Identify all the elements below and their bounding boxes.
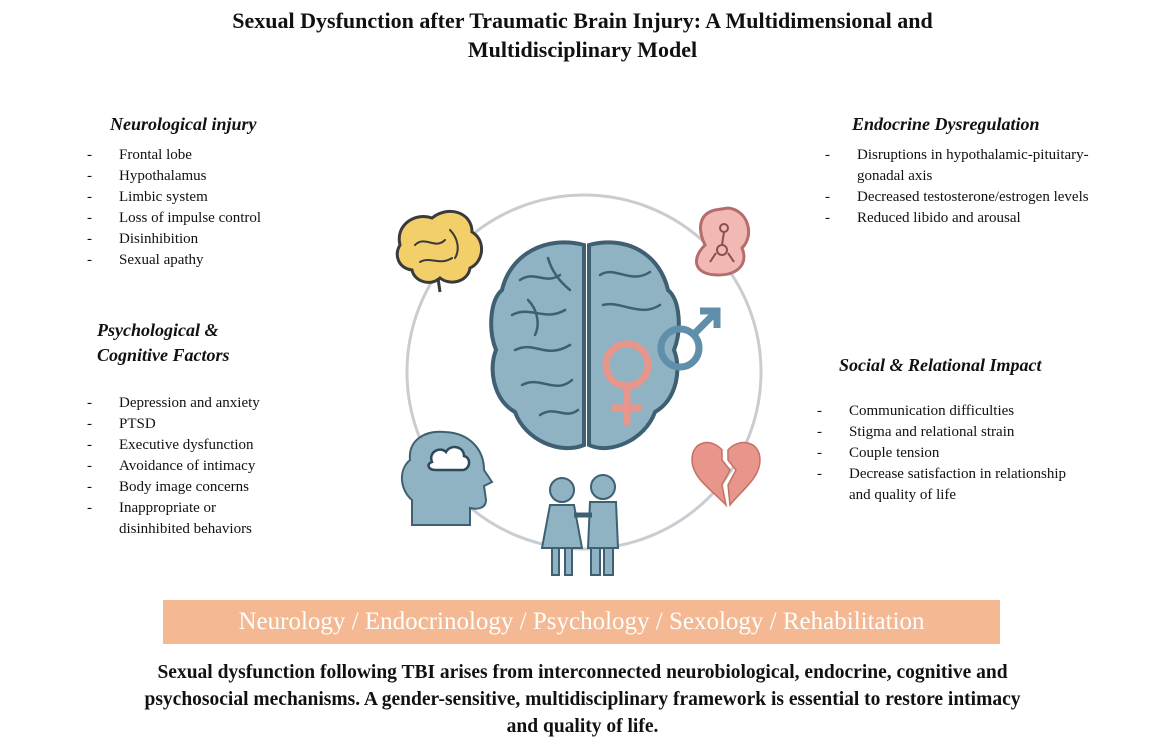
list-item: -Communication difficulties [817, 403, 1015, 419]
endocrine-list: -Disruptions in hypothalamic-pituitary-g… [825, 145, 1110, 229]
list-item: -Limbic system [87, 189, 208, 205]
psychological-list: -Depression and anxiety -PTSD -Executive… [87, 393, 347, 540]
female-symbol-icon [602, 340, 652, 425]
social-list: -Communication difficulties -Stigma and … [817, 401, 1107, 506]
list-item: -Couple tension [817, 445, 940, 461]
conclusion-line-2: psychosocial mechanisms. A gender-sensit… [144, 689, 1021, 710]
list-item: -Frontal lobe [87, 147, 192, 163]
list-item: -Inappropriate or disinhibited behaviors [87, 500, 252, 537]
gland-icon [694, 206, 751, 277]
list-item: -Stigma and relational strain [817, 424, 1015, 440]
list-item: -Depression and anxiety [87, 395, 260, 411]
social-heading: Social & Relational Impact [839, 355, 1042, 375]
neurological-list: -Frontal lobe -Hypothalamus -Limbic syst… [87, 145, 347, 271]
list-item: -Loss of impulse control [87, 210, 262, 226]
central-diagram [395, 193, 763, 576]
yellow-brain-icon [395, 209, 483, 293]
male-symbol-icon [657, 307, 721, 371]
list-item: -Decreased testosterone/estrogen levels [825, 189, 1089, 205]
disciplines-banner: Neurology / Endocrinology / Psychology /… [163, 600, 1000, 644]
list-item: -Disinhibition [87, 231, 199, 247]
endocrine-heading: Endocrine Dysregulation [852, 114, 1040, 134]
psychological-heading-line-2: Cognitive Factors [97, 345, 230, 365]
conclusion-line-1: Sexual dysfunction following TBI arises … [157, 662, 1008, 683]
title-line-2: Multidisciplinary Model [467, 37, 698, 62]
title-line-1: Sexual Dysfunction after Traumatic Brain… [232, 8, 933, 33]
broken-heart-icon [691, 441, 761, 508]
disciplines-banner-text: Neurology / Endocrinology / Psychology /… [238, 608, 925, 635]
list-item: -PTSD [87, 416, 156, 432]
list-item: -Disruptions in hypothalamic-pituitary-g… [825, 147, 1089, 184]
neurological-heading: Neurological injury [110, 114, 257, 134]
head-thought-icon [401, 430, 494, 526]
diagram-title: Sexual Dysfunction after Traumatic Brain… [0, 6, 1165, 64]
couple-icon [540, 474, 620, 576]
list-item: -Reduced libido and arousal [825, 210, 1021, 226]
conclusion-line-3: and quality of life. [506, 716, 659, 737]
list-item: -Body image concerns [87, 479, 249, 495]
conclusion-text: Sexual dysfunction following TBI arises … [0, 659, 1165, 740]
list-item: -Decrease satisfaction in relationship a… [817, 466, 1067, 503]
central-brain-icon [489, 240, 681, 451]
list-item: -Avoidance of intimacy [87, 458, 256, 474]
connecting-circle [405, 193, 763, 551]
list-item: -Hypothalamus [87, 168, 207, 184]
list-item: -Sexual apathy [87, 252, 204, 268]
list-item: -Executive dysfunction [87, 437, 254, 453]
psychological-heading-line-1: Psychological & [97, 320, 219, 340]
